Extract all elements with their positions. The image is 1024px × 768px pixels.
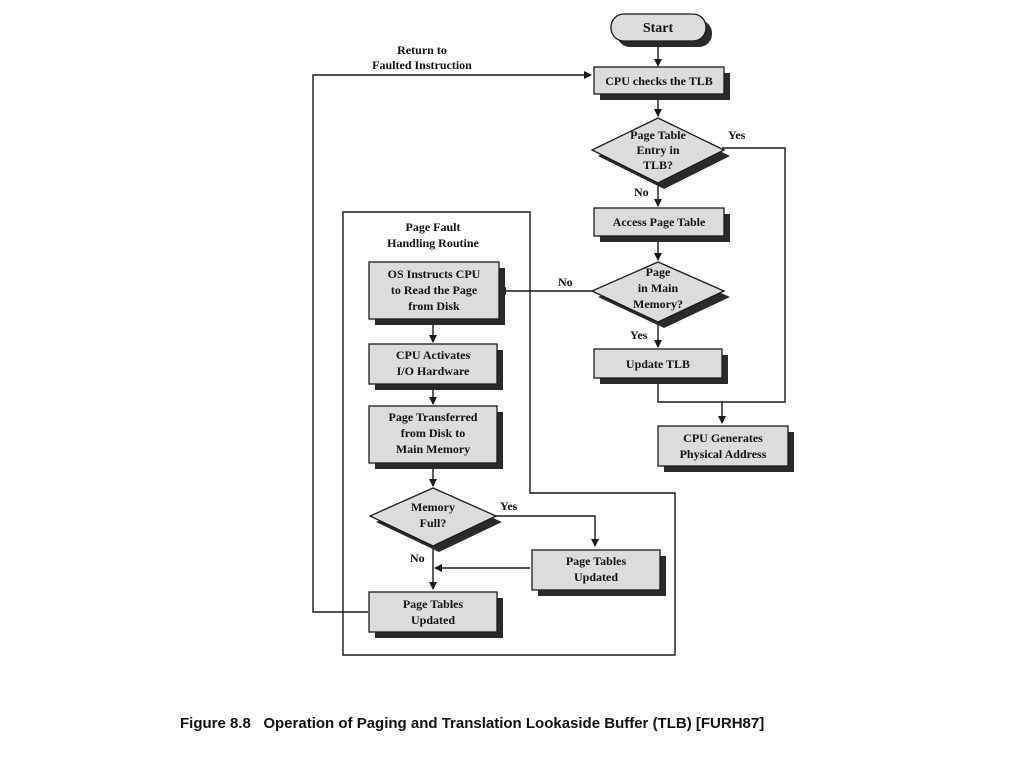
decision-memory-line3: Memory? <box>633 297 683 311</box>
decision-memory: Page in Main Memory? <box>590 261 730 328</box>
cpu-checks-tlb-box: CPU checks the TLB <box>593 66 730 100</box>
decision-memory-yes: Yes <box>630 328 648 342</box>
connectors <box>312 42 786 613</box>
routine-frame <box>342 211 676 656</box>
cpu-activates-box: CPU Activates I/O Hardware <box>368 343 503 390</box>
page-transferred-line1: Page Transferred <box>389 410 478 424</box>
decision-memory-line2: in Main <box>638 281 679 295</box>
cpu-activates-line2: I/O Hardware <box>397 364 470 378</box>
update-tlb-box: Update TLB <box>593 348 728 384</box>
figure-caption: Figure 8.8 Operation of Paging and Trans… <box>180 715 764 732</box>
access-page-table-box: Access Page Table <box>593 207 730 242</box>
decision-tlb-line2: Entry in <box>636 143 679 157</box>
start-label: Start <box>643 21 674 36</box>
cpu-generates-line2: Physical Address <box>680 447 767 461</box>
page-tables-updated-bottom-line2: Updated <box>411 613 455 627</box>
decision-full-yes: Yes <box>500 499 518 513</box>
page-transferred-line3: Main Memory <box>396 442 470 456</box>
routine-title-line1: Page Fault <box>406 220 461 234</box>
decision-tlb-line1: Page Table <box>630 128 686 142</box>
page-tables-updated-bottom-box: Page Tables Updated <box>368 591 503 638</box>
cpu-activates-line1: CPU Activates <box>396 348 471 362</box>
return-label-line2: Faulted Instruction <box>372 58 472 72</box>
decision-tlb-yes: Yes <box>728 128 746 142</box>
page-tables-updated-bottom-line1: Page Tables <box>403 597 464 611</box>
decision-full-line1: Memory <box>411 500 455 514</box>
page-transferred-box: Page Transferred from Disk to Main Memor… <box>368 405 503 469</box>
decision-tlb-line3: TLB? <box>643 158 673 172</box>
page-tables-updated-right-line1: Page Tables <box>566 554 627 568</box>
decision-memory-no: No <box>558 275 573 289</box>
access-page-table-label: Access Page Table <box>613 215 706 229</box>
os-instructs-line1: OS Instructs CPU <box>388 267 481 281</box>
cpu-generates-line1: CPU Generates <box>683 431 763 445</box>
os-instructs-box: OS Instructs CPU to Read the Page from D… <box>368 261 505 325</box>
return-label-line1: Return to <box>397 43 447 57</box>
os-instructs-line3: from Disk <box>408 299 460 313</box>
decision-tlb-no: No <box>634 185 649 199</box>
decision-memory-full: Memory Full? <box>368 487 502 552</box>
page-transferred-line2: from Disk to <box>401 426 465 440</box>
start-terminal: Start <box>610 13 712 47</box>
update-tlb-label: Update TLB <box>626 357 690 371</box>
decision-full-line2: Full? <box>420 516 447 530</box>
decision-tlb: Page Table Entry in TLB? <box>590 117 730 189</box>
page-tables-updated-right-line2: Updated <box>574 570 618 584</box>
routine-title-line2: Handling Routine <box>387 236 479 250</box>
page-tables-updated-right-box: Page Tables Updated <box>531 549 666 596</box>
decision-memory-line1: Page <box>646 265 671 279</box>
cpu-generates-box: CPU Generates Physical Address <box>657 425 794 472</box>
os-instructs-line2: to Read the Page <box>391 283 478 297</box>
decision-full-no: No <box>410 551 425 565</box>
cpu-checks-tlb-label: CPU checks the TLB <box>605 74 712 88</box>
